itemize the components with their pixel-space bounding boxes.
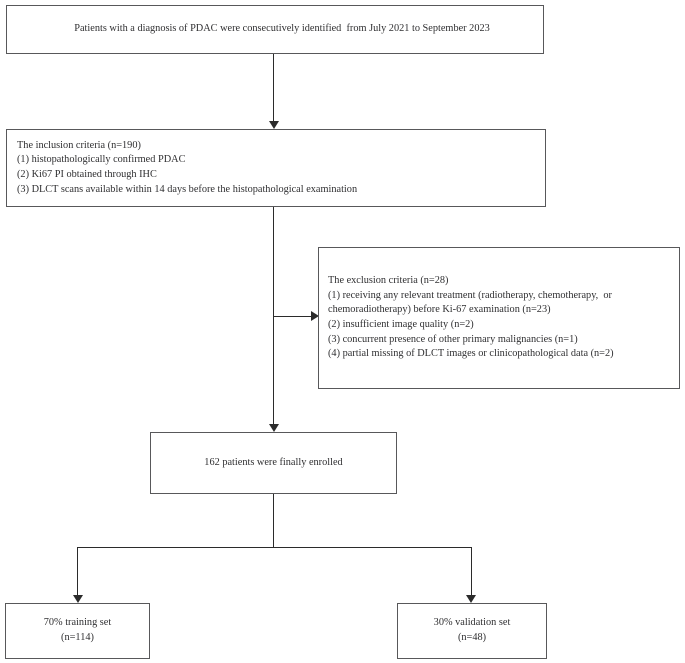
node-exclusion-criteria-line-6: (4) partial missing of DLCT images or cl… — [328, 348, 614, 360]
node-training-set: 70% training set (n=114) — [5, 603, 150, 659]
node-inclusion-criteria-line-1: The inclusion criteria (n=190) — [17, 139, 141, 151]
node-validation-set: 30% validation set (n=48) — [397, 603, 547, 659]
node-inclusion-criteria-line-4: (3) DLCT scans available within 14 days … — [17, 183, 358, 195]
node-inclusion-criteria: The inclusion criteria (n=190) (1) histo… — [6, 129, 546, 207]
node-training-set-line-2: (n=114) — [61, 632, 94, 643]
node-inclusion-criteria-line-3: (2) Ki67 PI obtained through IHC — [17, 169, 157, 180]
node-training-set-line-1: 70% training set — [43, 617, 112, 629]
node-validation-set-line-2: (n=48) — [457, 632, 487, 643]
node-identified-patients-body: Patients with a diagnosis of PDAC were c… — [7, 6, 543, 53]
node-exclusion-criteria: The exclusion criteria (n=28) (1) receiv… — [318, 247, 680, 389]
connector-enrolled-stem — [273, 494, 275, 548]
node-identified-patients-line-1: Patients with a diagnosis of PDAC were c… — [74, 23, 490, 35]
arrowhead-into-validation — [466, 595, 476, 603]
arrowhead-into-enrolled — [268, 424, 279, 432]
node-exclusion-criteria-line-2: (1) receiving any relevant treatment (ra… — [328, 289, 612, 301]
node-exclusion-criteria-line-5: (3) concurrent presence of other primary… — [328, 333, 578, 345]
arrowhead-into-exclusion — [311, 311, 319, 321]
node-exclusion-criteria-line-4: (2) insufficient image quality (n=2) — [328, 319, 474, 330]
connector-branch-to-exclusion — [274, 315, 312, 317]
connector-to-training — [77, 547, 79, 596]
node-identified-patients: Patients with a diagnosis of PDAC were c… — [6, 5, 544, 54]
node-exclusion-criteria-line-1: The exclusion criteria (n=28) — [328, 275, 449, 287]
node-inclusion-criteria-line-2: (1) histopathologically confirmed PDAC — [17, 154, 186, 166]
connector-to-validation — [470, 547, 472, 596]
connector-split-bar — [77, 547, 472, 549]
node-exclusion-criteria-body: The exclusion criteria (n=28) (1) receiv… — [319, 248, 679, 388]
arrowhead-into-training — [72, 595, 83, 603]
connector-identified-to-inclusion — [273, 54, 275, 122]
arrowhead-into-inclusion — [268, 121, 279, 129]
node-inclusion-criteria-body: The inclusion criteria (n=190) (1) histo… — [7, 130, 545, 206]
node-validation-set-line-1: 30% validation set — [433, 617, 511, 629]
node-enrolled-patients-line-1: 162 patients were finally enrolled — [204, 456, 343, 468]
node-enrolled-patients-body: 162 patients were finally enrolled — [151, 433, 396, 493]
node-exclusion-criteria-line-3: chemoradiotherapy) before Ki-67 examinat… — [328, 304, 551, 316]
node-validation-set-body: 30% validation set (n=48) — [398, 604, 546, 658]
connector-inclusion-to-enrolled — [273, 207, 275, 425]
node-enrolled-patients: 162 patients were finally enrolled — [150, 432, 397, 494]
node-training-set-body: 70% training set (n=114) — [6, 604, 149, 658]
